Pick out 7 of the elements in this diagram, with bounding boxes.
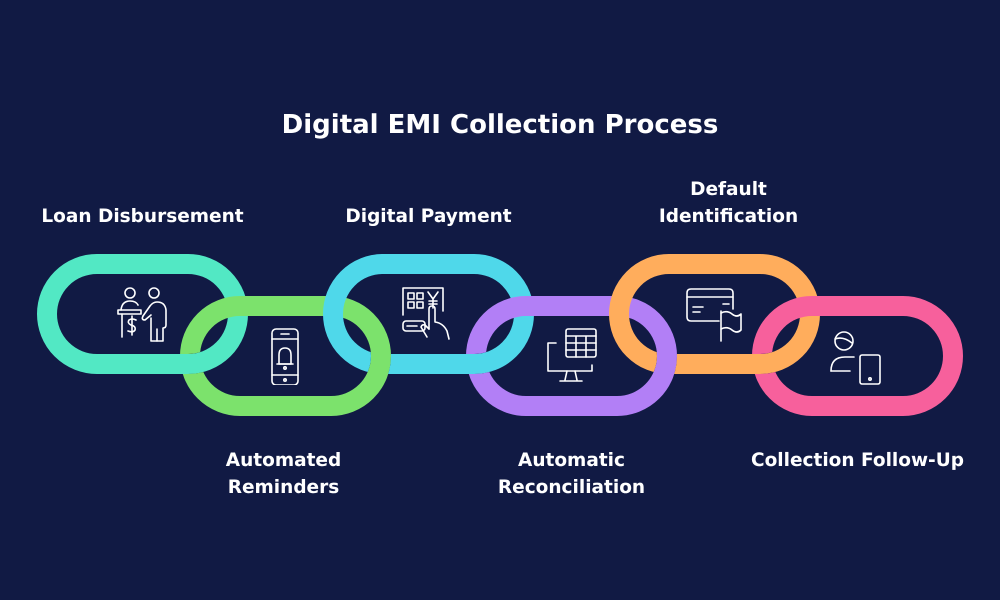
step-label: Collection Follow-Up	[751, 449, 964, 473]
diagram-title: Digital EMI Collection Process	[282, 110, 718, 142]
step-label: Default Identification	[658, 178, 800, 230]
step-label: Automated Reminders	[224, 449, 342, 500]
step-label: Digital Payment	[345, 205, 512, 230]
step-label: Loan Disbursement	[41, 205, 244, 230]
step-label: Automatic Reconciliation	[496, 449, 646, 500]
